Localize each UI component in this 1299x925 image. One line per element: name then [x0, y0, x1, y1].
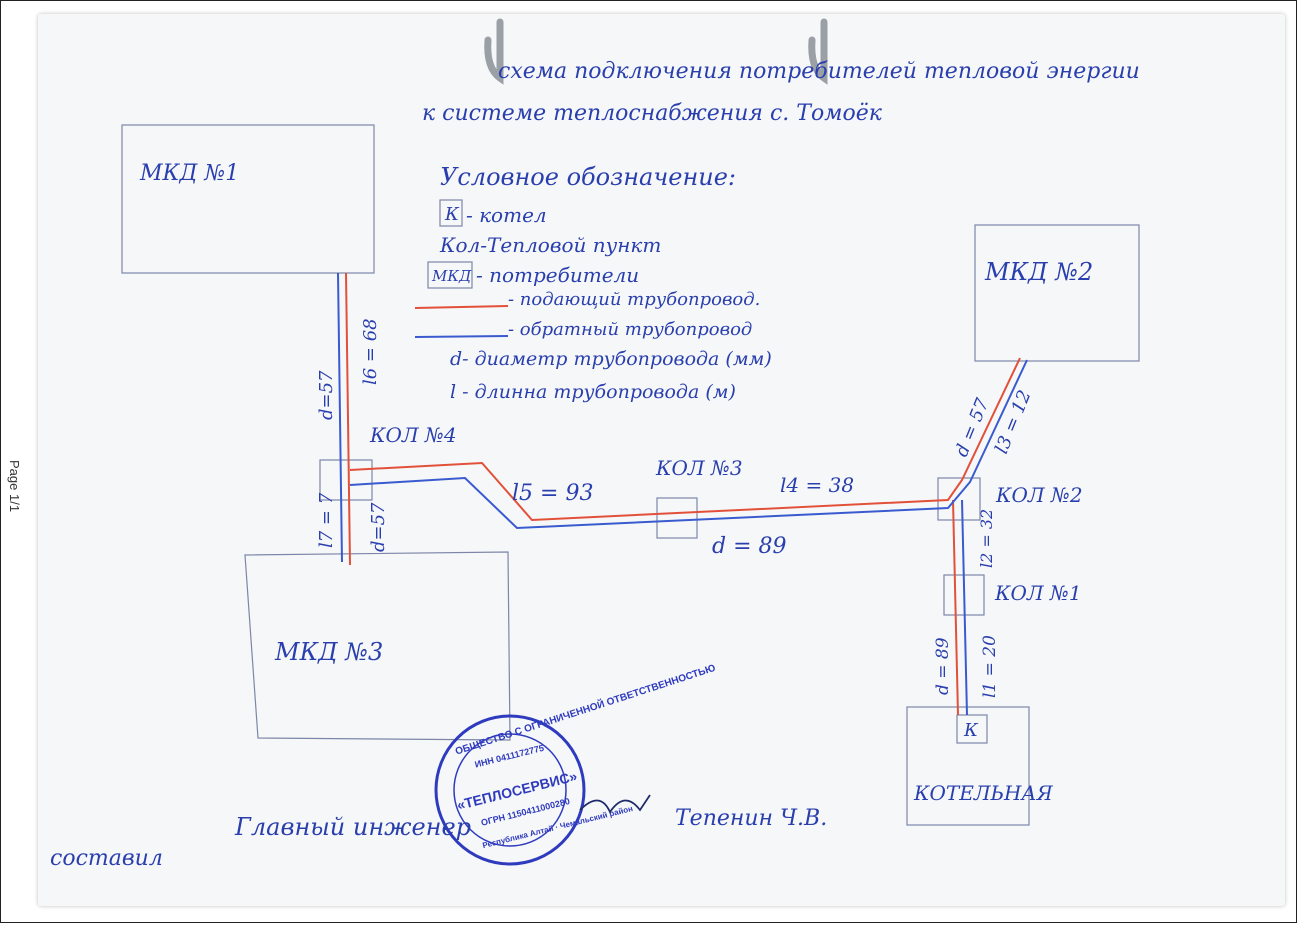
boiler-label: К — [963, 720, 979, 741]
label-l4-38: l4 = 38 — [780, 473, 854, 497]
return-pipe-mkd1-mkd3 — [337, 272, 343, 563]
label-d57-mkd3: d=57 — [368, 502, 389, 552]
signature-position: Главный инженер — [234, 813, 471, 841]
mkd2-building — [974, 224, 1140, 362]
legend-diameter-text: d- диаметр трубопровода (мм) — [450, 348, 772, 370]
kol2-box — [937, 477, 981, 521]
diagram-title-line1: схема подключения потребителей тепловой … — [498, 59, 1140, 84]
label-d89-main: d = 89 — [712, 534, 787, 559]
boiler-box — [956, 714, 988, 744]
legend-boiler-box — [439, 199, 463, 227]
label-l7-7: l7 = 7 — [316, 492, 337, 548]
label-l5-93: l5 = 93 — [512, 481, 593, 506]
kol3-box — [656, 497, 698, 539]
legend-return-text: - обратный трубопровод — [508, 319, 752, 340]
legend-heatpoint-text: Кол-Тепловой пункт — [439, 233, 661, 257]
kol1-label: КОЛ №1 — [994, 581, 1082, 605]
supply-pipe-boiler — [952, 499, 959, 716]
mkd2-label: МКД №2 — [984, 258, 1093, 286]
legend-consumer-text: - потребители — [476, 263, 639, 287]
kol4-label: КОЛ №4 — [369, 423, 457, 447]
label-l1-20: l1 = 20 — [980, 635, 1000, 698]
boiler-house — [906, 706, 1030, 826]
legend-boiler-text: - котел — [466, 203, 547, 227]
kol2-label: КОЛ №2 — [995, 483, 1083, 507]
handwritten-signature — [579, 794, 651, 814]
kol4-box — [319, 459, 373, 501]
paper-sheet — [38, 14, 1285, 906]
signature-composed: составил — [50, 846, 163, 871]
mkd1-label: МКД №1 — [139, 161, 239, 186]
legend-heading: Условное обозначение: — [440, 163, 736, 191]
kol3-label: КОЛ №3 — [655, 456, 743, 480]
label-l6-68: l6 = 68 — [360, 318, 381, 385]
mkd1-building — [121, 124, 375, 274]
stamp-outer-text: ОБЩЕСТВО С ОГРАНИЧЕННОЙ ОТВЕТСТВЕННОСТЬЮ — [453, 661, 717, 758]
label-d57-mkd1: d=57 — [316, 370, 337, 420]
supply-pipe-main — [349, 357, 1021, 522]
binder-rings — [484, 18, 828, 85]
return-pipe-main — [349, 359, 1028, 530]
mkd3-label: МКД №3 — [274, 638, 383, 666]
legend-boiler-symbol: К — [444, 204, 460, 225]
company-stamp: ОБЩЕСТВО С ОГРАНИЧЕННОЙ ОТВЕТСТВЕННОСТЬЮ… — [434, 661, 717, 866]
diagram-title-line2: к системе теплоснабжения с. Томоёк — [422, 101, 883, 126]
mkd3-building — [244, 551, 511, 741]
legend-return-line — [414, 335, 509, 338]
label-d89-boiler: d = 89 — [933, 637, 953, 695]
legend-consumer-symbol: МКД — [431, 267, 472, 285]
legend-supply-text: - подающий трубопровод. — [508, 289, 760, 310]
signature-name: Тепенин Ч.В. — [675, 806, 827, 831]
supply-pipe-mkd1-mkd3 — [345, 272, 351, 566]
boiler-house-label: КОТЕЛЬНАЯ — [913, 781, 1054, 805]
legend-consumer-box — [427, 261, 473, 289]
legend-length-text: l - длинна трубопровода (м) — [450, 381, 736, 403]
label-l2-32: l2 = 32 — [977, 509, 996, 568]
return-pipe-boiler — [961, 499, 968, 716]
legend-supply-line — [414, 305, 509, 309]
